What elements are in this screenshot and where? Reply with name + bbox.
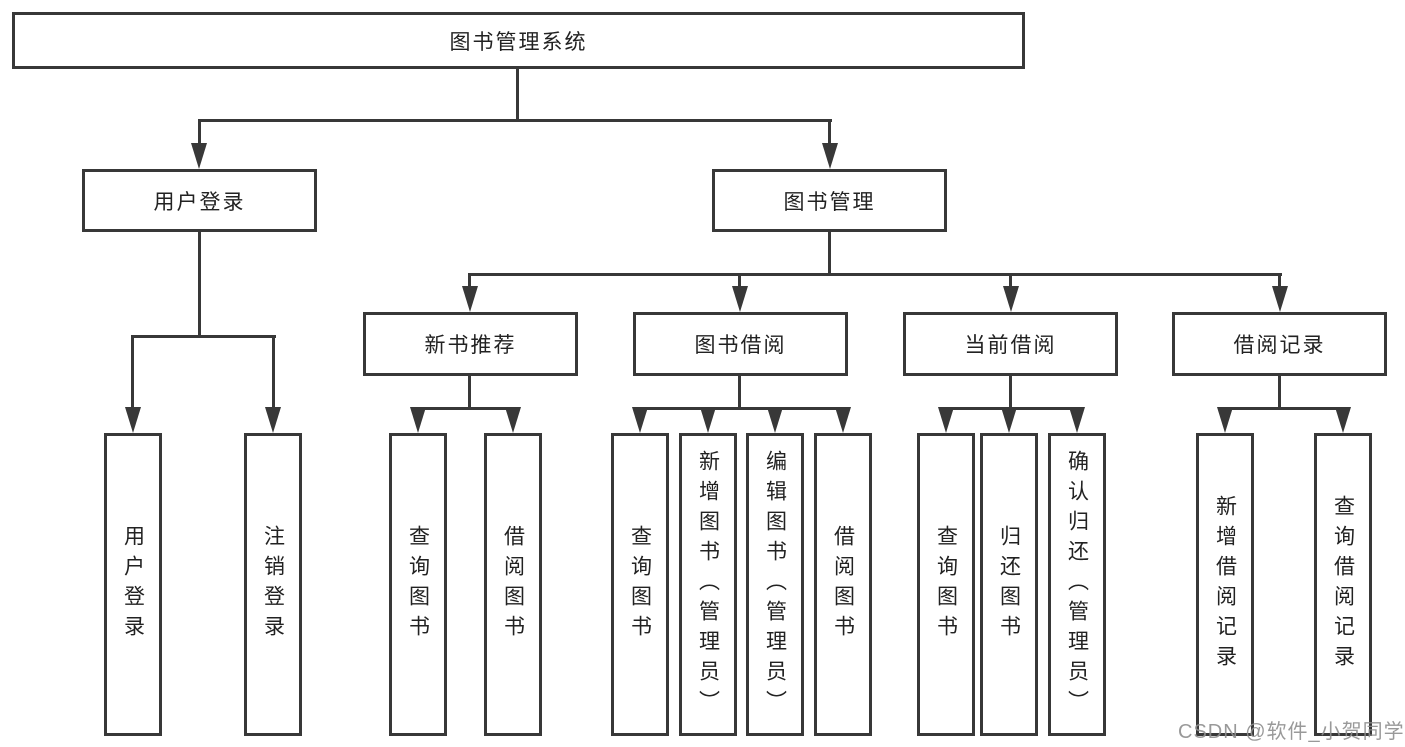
connector-login-child0-drop [131,335,134,409]
connector-root-stem [516,69,519,119]
arrowhead-login [191,143,207,169]
arrowhead-g3-c0 [1217,407,1233,433]
leaf-confirm-return-admin: 确认归还（管理员） [1048,433,1106,736]
leaf-return-books-label: 归还图书 [997,524,1021,645]
leaf-recommend-borrow-books: 借阅图书 [484,433,542,736]
leaf-user-login-label: 用户登录 [121,524,145,645]
arrowhead-g0-c0 [410,407,426,433]
node-user-login: 用户登录 [82,169,317,232]
leaf-borrow-query-books: 查询图书 [611,433,669,736]
leaf-current-query-books: 查询图书 [917,433,975,736]
connector-mgmt-bar [469,273,1282,276]
arrowhead-login-child1 [265,407,281,433]
leaf-borrow-books-label: 借阅图书 [831,524,855,645]
node-user-login-label: 用户登录 [153,190,246,214]
node-current-borrow-label: 当前借阅 [964,334,1057,357]
leaf-confirm-return-admin-label: 确认归还（管理员） [1065,449,1089,720]
leaf-current-query-books-label: 查询图书 [934,524,958,645]
connector-g3-stem [1278,376,1281,407]
leaf-borrow-books: 借阅图书 [814,433,872,736]
connector-login-drop [198,119,201,146]
csdn-watermark: CSDN @软件_小贺同学 [1178,721,1405,743]
node-root: 图书管理系统 [12,12,1025,69]
arrowhead-g0-c1 [505,407,521,433]
leaf-logout-label: 注销登录 [261,524,285,645]
node-book-borrow: 图书借阅 [633,312,848,376]
arrowhead-g1-c0 [632,407,648,433]
connector-g0-bar [416,407,515,410]
arrowhead-group3 [1272,286,1288,312]
connector-group0-drop [468,273,471,287]
connector-root-bar [198,119,832,122]
leaf-edit-books-admin: 编辑图书（管理员） [746,433,804,736]
node-book-management-label: 图书管理 [783,190,876,214]
leaf-add-books-admin: 新增图书（管理员） [679,433,737,736]
connector-group3-drop [1278,273,1281,287]
connector-group1-drop [738,273,741,287]
node-new-book-recommend: 新书推荐 [363,312,578,376]
connector-login-child1-drop [272,335,275,409]
connector-g3-bar [1223,407,1345,410]
node-book-management: 图书管理 [712,169,947,232]
leaf-add-borrow-record-label: 新增借阅记录 [1213,494,1237,675]
node-borrow-records: 借阅记录 [1172,312,1387,376]
arrowhead-group2 [1003,286,1019,312]
arrowhead-group1 [732,286,748,312]
leaf-add-books-admin-label: 新增图书（管理员） [696,449,720,720]
arrowhead-group0 [462,286,478,312]
arrowhead-g1-c2 [767,407,783,433]
connector-group2-drop [1009,273,1012,287]
connector-mgmt-stem [828,232,831,273]
arrowhead-g2-c1 [1001,407,1017,433]
connector-login-stem [198,232,201,335]
node-borrow-records-label: 借阅记录 [1233,334,1326,357]
connector-g1-bar [638,407,845,410]
arrowhead-g2-c0 [938,407,954,433]
leaf-borrow-query-books-label: 查询图书 [628,524,652,645]
node-current-borrow: 当前借阅 [903,312,1118,376]
arrowhead-g1-c1 [700,407,716,433]
leaf-edit-books-admin-label: 编辑图书（管理员） [763,449,787,720]
arrowhead-g1-c3 [835,407,851,433]
connector-g2-stem [1009,376,1012,407]
leaf-add-borrow-record: 新增借阅记录 [1196,433,1254,736]
leaf-recommend-query-books-label: 查询图书 [406,524,430,645]
node-new-book-recommend-label: 新书推荐 [424,334,517,357]
leaf-logout: 注销登录 [244,433,302,736]
connector-mgmt-drop [828,119,831,146]
leaf-return-books: 归还图书 [980,433,1038,736]
leaf-recommend-query-books: 查询图书 [389,433,447,736]
arrowhead-g3-c1 [1335,407,1351,433]
node-book-borrow-label: 图书借阅 [694,334,787,357]
connector-login-bar [131,335,276,338]
leaf-query-borrow-record: 查询借阅记录 [1314,433,1372,736]
connector-g0-stem [468,376,471,407]
node-root-label: 图书管理系统 [449,30,588,54]
leaf-query-borrow-record-label: 查询借阅记录 [1331,494,1355,675]
connector-g1-stem [738,376,741,407]
arrowhead-g2-c2 [1069,407,1085,433]
leaf-recommend-borrow-books-label: 借阅图书 [501,524,525,645]
leaf-user-login: 用户登录 [104,433,162,736]
arrowhead-login-child0 [125,407,141,433]
arrowhead-mgmt [822,143,838,169]
